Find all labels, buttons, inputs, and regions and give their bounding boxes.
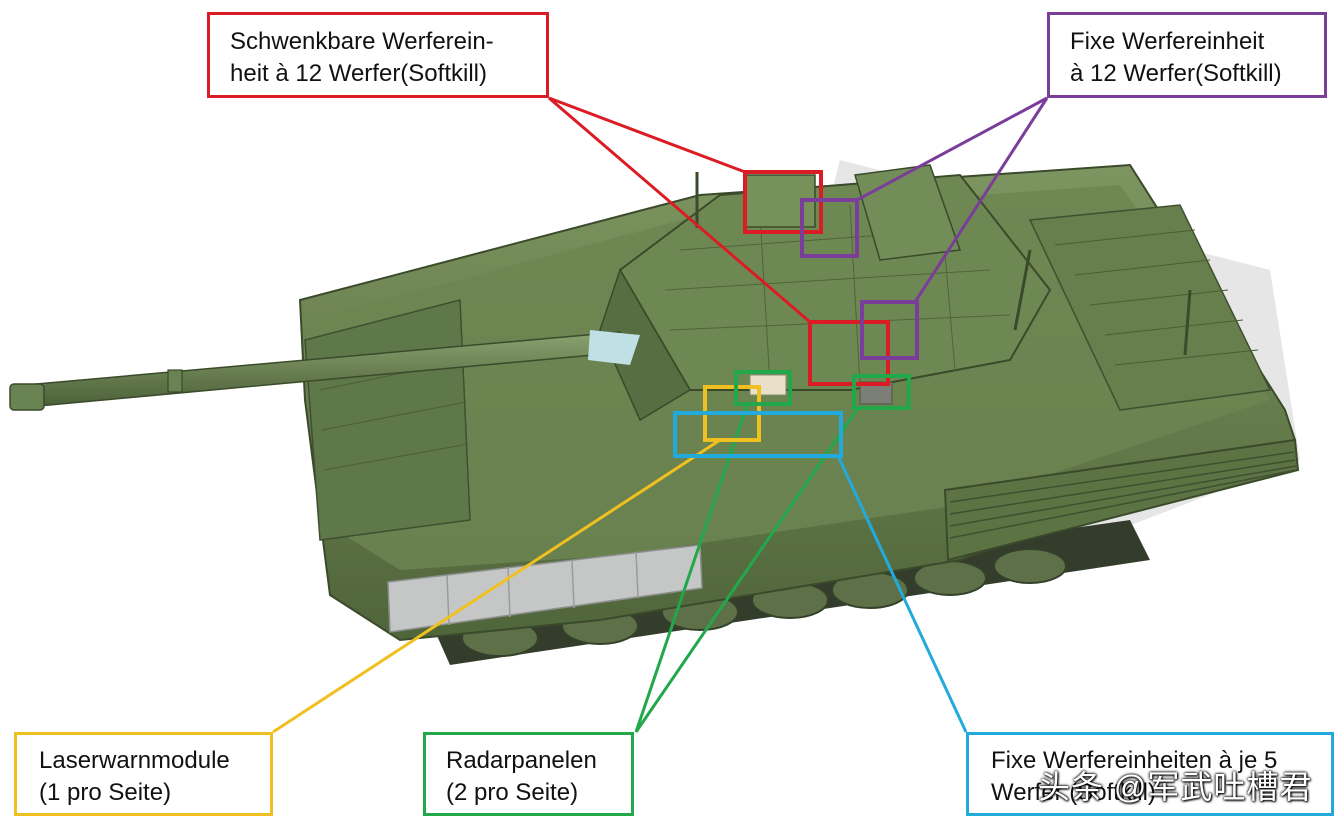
turret-front: [599, 268, 692, 422]
side-skirt-panel: [387, 544, 703, 633]
callout-text-line2: heit à 12 Werfer(Softkill): [230, 60, 487, 87]
callout-text-line2: à 12 Werfer(Softkill): [1070, 60, 1282, 87]
highlight-fixed-launchers-5: [673, 411, 843, 458]
callout-text-line1: Fixe Werfereinheiten à je 5: [991, 747, 1278, 774]
callout-laser-warning: Laserwarnmodule (1 pro Seite): [14, 732, 273, 816]
callout-text-line2: (1 pro Seite): [39, 779, 172, 806]
callout-fixed-launchers-5: Fixe Werfereinheiten à je 5 Werfer (Soft…: [966, 732, 1334, 816]
highlight-fixed-launcher-side: [860, 300, 919, 360]
remote-weapon-station: [854, 164, 962, 261]
callout-text-line2: Werfer (Softkill): [991, 779, 1156, 806]
callout-swivel-launcher: Schwenkbare Werferein- heit à 12 Werfer(…: [207, 12, 549, 98]
antenna: [1013, 249, 1032, 331]
callout-text-line1: Radarpanelen: [446, 747, 597, 774]
highlight-radar-panel-2: [852, 374, 911, 410]
callout-text-line1: Fixe Werfereinheit: [1070, 28, 1265, 55]
antenna: [1183, 289, 1192, 356]
callout-text-line1: Schwenkbare Werferein-: [230, 28, 494, 55]
engine-deck: [1028, 204, 1272, 411]
highlight-fixed-launcher-top: [800, 198, 859, 258]
rear-slat-armour: [943, 438, 1300, 562]
slat-lines: [949, 451, 1297, 539]
callout-fixed-launcher: Fixe Werfereinheit à 12 Werfer(Softkill): [1047, 12, 1327, 98]
callout-text-line1: Laserwarnmodule: [39, 747, 230, 774]
engine-deck-grid: [1054, 229, 1259, 366]
callout-text-line2: (2 pro Seite): [446, 779, 579, 806]
watermark: 头条 @军武吐槽君: [1038, 769, 1313, 805]
main-gun-barrel: [9, 330, 640, 411]
highlight-fixed-launcher-red: [808, 320, 890, 386]
highlight-radar-panel-1: [734, 370, 792, 406]
front-glacis: [304, 299, 471, 541]
callout-radar-panels: Radarpanelen (2 pro Seite): [423, 732, 634, 816]
highlight-boxes: [673, 170, 919, 458]
